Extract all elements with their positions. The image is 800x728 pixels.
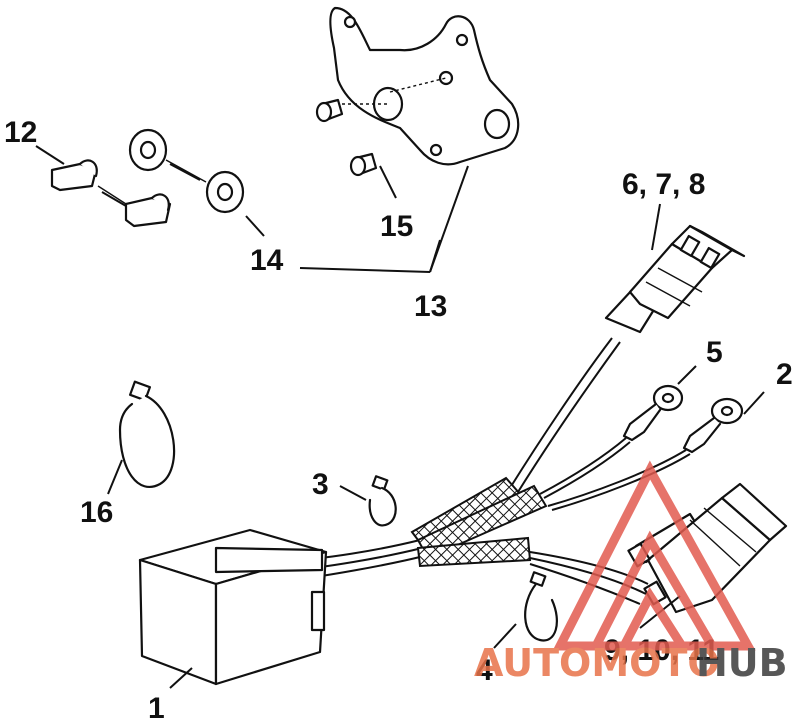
grommet-bushings — [315, 98, 378, 177]
ring-terminal-5 — [622, 384, 684, 442]
cable-tie-16 — [118, 380, 176, 488]
callout-6-7-8: 6, 7, 8 — [622, 168, 705, 201]
callout-1: 1 — [148, 692, 165, 725]
watermark-triangle-icon — [552, 460, 756, 651]
mounting-bracket — [329, 6, 520, 166]
harness-connector-6-7-8 — [604, 224, 746, 334]
leader-lines — [35, 145, 765, 689]
callout-16: 16 — [80, 496, 113, 529]
callout-2: 2 — [776, 358, 793, 391]
braided-sleeves — [410, 476, 548, 568]
callout-15: 15 — [380, 210, 413, 243]
callout-14: 14 — [250, 244, 284, 277]
retaining-clips — [50, 159, 172, 228]
control-module — [138, 528, 328, 686]
watermark-logo: AUTOMOTO HUB — [474, 460, 788, 685]
callout-3: 3 — [312, 468, 329, 501]
callout-12: 12 — [4, 116, 37, 149]
ring-terminal-2 — [682, 397, 744, 454]
callout-4: 4 — [476, 654, 493, 687]
watermark-text-b: HUB — [696, 641, 788, 685]
callout-5: 5 — [706, 336, 723, 369]
rubber-washers — [128, 128, 245, 214]
cable-tie-4 — [524, 571, 558, 642]
callout-13: 13 — [414, 290, 447, 323]
cable-tie-3 — [368, 475, 397, 527]
watermark-text-a: AUTOMOTO — [474, 641, 720, 685]
